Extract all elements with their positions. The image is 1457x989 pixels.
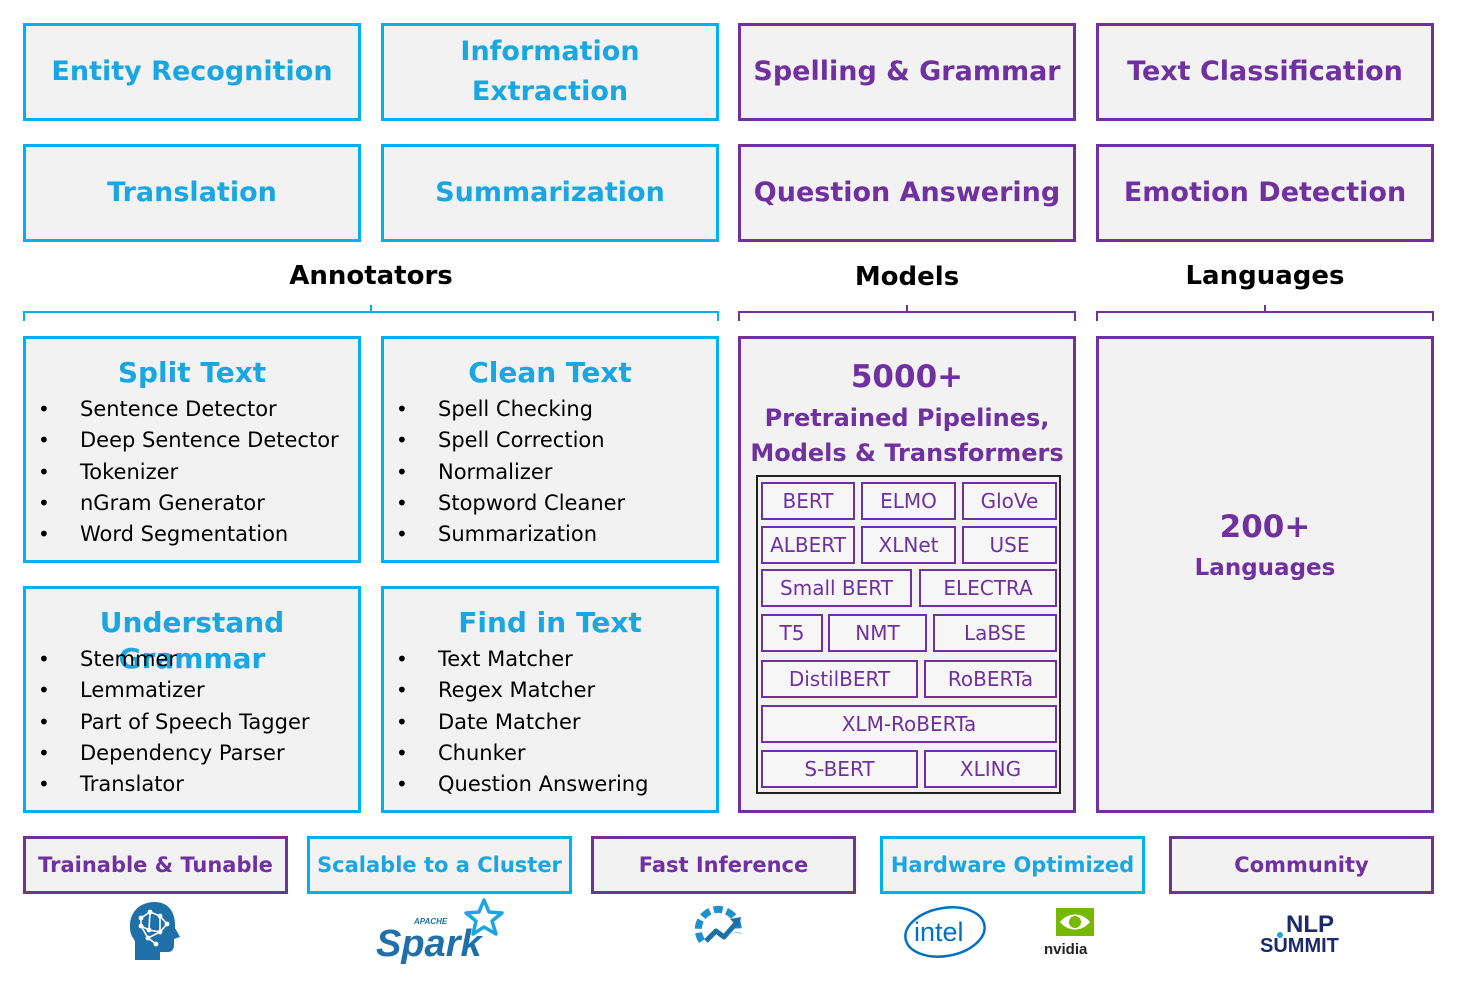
annotator-title: Find in Text	[458, 606, 642, 639]
task-label: Entity Recognition	[51, 56, 333, 87]
list-item: •Chunker	[396, 740, 526, 765]
list-item: •Dependency Parser	[38, 740, 285, 765]
feature-fast-inference: Fast Inference	[591, 836, 856, 894]
svg-text:nvidia: nvidia	[1044, 941, 1088, 958]
task-label-line1: Information	[460, 36, 640, 67]
list-item: •nGram Generator	[38, 490, 265, 515]
intel-logo: intel	[902, 903, 988, 961]
model-chip: LaBSE	[933, 614, 1057, 652]
model-chip: ALBERT	[761, 526, 855, 564]
annotators-bracket	[23, 305, 719, 321]
feature-trainable: Trainable & Tunable	[23, 836, 288, 894]
annotator-split-text: Split Text •Sentence Detector •Deep Sent…	[23, 336, 361, 563]
annotator-clean-text: Clean Text •Spell Checking •Spell Correc…	[381, 336, 719, 563]
list-item: •Spell Correction	[396, 428, 605, 453]
model-chip: T5	[761, 614, 823, 652]
languages-count: 200+	[1219, 509, 1311, 545]
model-chip: USE	[962, 526, 1057, 564]
list-item: •Summarization	[396, 522, 598, 547]
list-item: •Word Segmentation	[38, 522, 289, 547]
annotator-title: Clean Text	[468, 356, 632, 389]
annotator-list: •Sentence Detector •Deep Sentence Detect…	[38, 394, 339, 550]
models-count: 5000+	[850, 359, 964, 395]
annotator-list: •Stemmer •Lemmatizer •Part of Speech Tag…	[38, 644, 310, 800]
section-models: Models	[854, 262, 960, 292]
task-label: Summarization	[435, 177, 665, 208]
model-chip: S-BERT	[761, 750, 918, 788]
feature-scalable: Scalable to a Cluster	[307, 836, 572, 894]
model-chip: ELMO	[861, 482, 956, 520]
task-information-extraction: Information Extraction	[381, 23, 719, 121]
model-chip: NMT	[828, 614, 927, 652]
task-translation: Translation	[23, 144, 361, 242]
list-item: •Stemmer	[38, 647, 177, 671]
model-grid: BERT ELMO GloVe ALBERT XLNet USE Small B…	[756, 475, 1061, 794]
feature-hardware: Hardware Optimized	[880, 836, 1145, 894]
models-subtitle-line1: Pretrained Pipelines,	[764, 404, 1050, 432]
list-item: •Tokenizer	[38, 459, 179, 484]
model-chip: ELECTRA	[919, 569, 1057, 607]
feature-community: Community	[1169, 836, 1434, 894]
section-annotators: Annotators	[289, 261, 453, 291]
list-item: •Deep Sentence Detector	[38, 428, 339, 453]
task-question-answering: Question Answering	[738, 144, 1076, 242]
annotator-find-in-text: Find in Text •Text Matcher •Regex Matche…	[381, 586, 719, 813]
task-label: Translation	[107, 177, 277, 208]
annotator-title: Understand Grammar	[99, 606, 285, 675]
task-text-classification: Text Classification	[1096, 23, 1434, 121]
task-spelling-grammar: Spelling & Grammar	[738, 23, 1076, 121]
annotator-understand-grammar: Understand Grammar •Stemmer •Lemmatizer …	[23, 586, 361, 813]
list-item: •Part of Speech Tagger	[38, 709, 310, 734]
annotator-list: •Spell Checking •Spell Correction •Norma…	[396, 394, 625, 550]
annotator-title: Split Text	[117, 356, 267, 389]
models-panel: 5000+ Pretrained Pipelines, Models & Tra…	[738, 336, 1076, 813]
models-bracket	[738, 305, 1076, 321]
svg-text:NLP: NLP	[1286, 911, 1334, 938]
nvidia-logo: nvidia	[1040, 906, 1110, 958]
svg-text:SUMMIT: SUMMIT	[1260, 935, 1339, 957]
list-item: •Sentence Detector	[38, 397, 277, 421]
svg-text:APACHE: APACHE	[413, 917, 448, 926]
brain-head-icon	[126, 900, 184, 962]
apache-spark-logo: APACHE Spark	[372, 896, 504, 966]
task-label: Text Classification	[1127, 56, 1403, 87]
task-emotion-detection: Emotion Detection	[1096, 144, 1434, 242]
list-item: •Spell Checking	[396, 397, 593, 421]
model-chip: DistilBERT	[761, 660, 918, 698]
list-item: •Stopword Cleaner	[396, 490, 626, 515]
model-chip: Small BERT	[761, 569, 912, 607]
list-item: •Text Matcher	[396, 647, 573, 671]
list-item: •Normalizer	[396, 459, 553, 484]
annotator-list: •Text Matcher •Regex Matcher •Date Match…	[396, 644, 648, 800]
fast-inference-icon	[694, 905, 750, 953]
model-chip: BERT	[761, 482, 855, 520]
list-item: •Lemmatizer	[38, 678, 205, 703]
task-label: Emotion Detection	[1123, 177, 1407, 208]
list-item: •Question Answering	[396, 772, 649, 797]
list-item: •Regex Matcher	[396, 678, 596, 703]
list-item: •Translator	[38, 772, 184, 797]
model-chip: XLING	[924, 750, 1057, 788]
models-subtitle-line2: Models & Transformers	[750, 439, 1064, 467]
task-label-line2: Extraction	[471, 76, 629, 107]
task-label: Question Answering	[753, 177, 1061, 208]
svg-text:intel: intel	[914, 917, 964, 947]
models-subtitle: Pretrained Pipelines, Models & Transform…	[741, 401, 1073, 471]
task-summarization: Summarization	[381, 144, 719, 242]
model-chip: RoBERTa	[924, 660, 1057, 698]
model-chip: GloVe	[962, 482, 1057, 520]
languages-panel: 200+ Languages	[1096, 336, 1434, 813]
model-chip: XLM-RoBERTa	[761, 705, 1057, 743]
nlp-summit-logo: NLP SUMMIT	[1256, 910, 1348, 958]
section-languages: Languages	[1185, 261, 1345, 291]
task-entity-recognition: Entity Recognition	[23, 23, 361, 121]
languages-bracket	[1096, 305, 1434, 321]
svg-text:Spark: Spark	[376, 923, 483, 965]
task-label: Spelling & Grammar	[753, 56, 1061, 87]
list-item: •Date Matcher	[396, 709, 581, 734]
model-chip: XLNet	[861, 526, 956, 564]
languages-label: Languages	[1194, 555, 1336, 581]
